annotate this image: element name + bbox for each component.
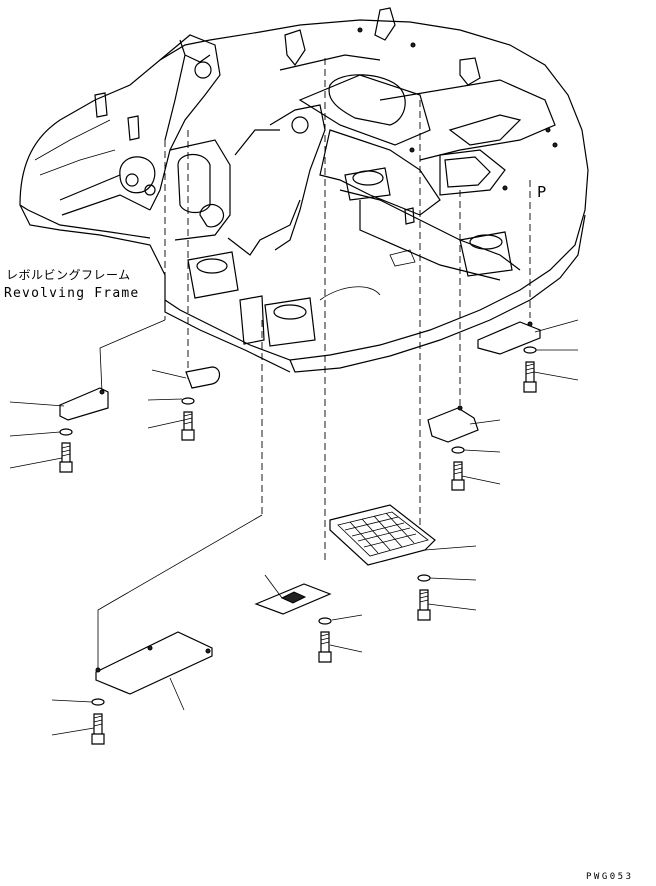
cover-plate-small-diamond: [254, 583, 332, 615]
bolt-left: [59, 442, 73, 473]
leader-lines: [97, 58, 531, 668]
washer-center: [181, 397, 195, 405]
perforated-step-plate: [329, 504, 436, 566]
washer-front: [91, 698, 105, 706]
bolt-center: [181, 411, 195, 441]
bolt-step: [417, 589, 431, 621]
washer-right-middle: [451, 446, 465, 454]
cover-plate-left: [59, 387, 109, 421]
drawing-code: PWG053: [586, 872, 634, 882]
frame-label-japanese: レボルビングフレーム: [6, 268, 131, 282]
bolt-right-middle: [451, 461, 465, 491]
cover-plate-large-front: [95, 631, 213, 695]
cover-plate-rear-center: [185, 366, 221, 389]
marker-p-label: P: [537, 183, 547, 201]
bolt-front: [91, 713, 105, 745]
washer-step: [417, 574, 431, 582]
cover-plate-right-top: [477, 321, 541, 355]
bolt-small: [318, 631, 332, 663]
callout-lines: [9, 319, 579, 736]
revolving-frame: [19, 7, 589, 373]
washer-right-top: [523, 346, 537, 354]
bolt-right-top: [523, 361, 537, 393]
cover-plate-right-middle: [427, 405, 479, 443]
washer-small: [318, 617, 332, 625]
washer-left: [59, 428, 73, 436]
frame-label-english: Revolving Frame: [4, 286, 140, 301]
